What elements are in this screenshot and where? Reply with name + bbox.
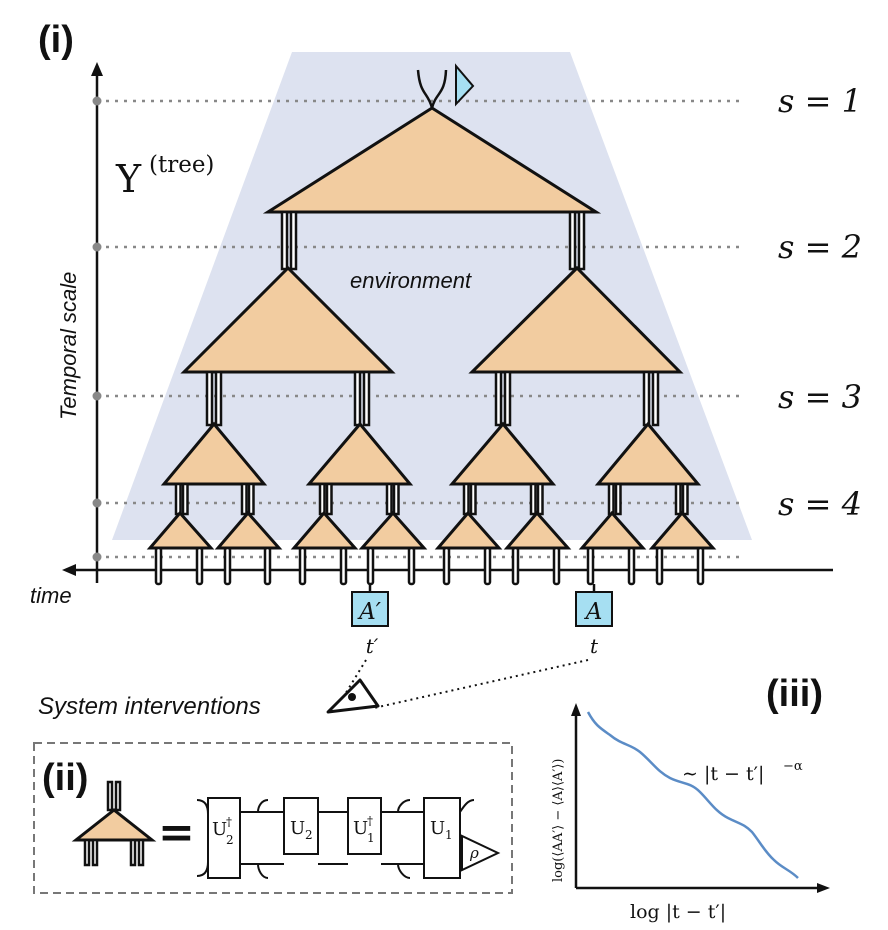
- tree-node-s3-1: [160, 421, 268, 486]
- gate-u2-dagger: [207, 797, 241, 879]
- top-output-triangle-icon: [455, 63, 475, 107]
- gate-u1: [423, 797, 461, 879]
- tree-superscript: (tree): [149, 152, 214, 178]
- tree-node-s4-2: [214, 510, 283, 550]
- power-law-exponent: −α: [783, 759, 803, 774]
- svg-text:2: 2: [305, 828, 313, 842]
- interventions-label: System interventions: [38, 693, 261, 720]
- svg-text:†: †: [367, 814, 373, 828]
- tree-node-s4-1: [146, 510, 215, 550]
- svg-text:U: U: [353, 818, 368, 839]
- tree-network: [146, 63, 717, 586]
- svg-text:2: 2: [226, 833, 234, 847]
- tree-node-s4-5: [434, 510, 503, 550]
- t-label: t: [590, 634, 599, 658]
- plot-ylabel: log(⟨AA′⟩ − ⟨A⟩⟨A′⟩): [551, 759, 566, 883]
- x-axis-label: time: [30, 583, 72, 608]
- svg-text:1: 1: [367, 831, 375, 845]
- tree-node-s4-3: [290, 510, 359, 550]
- panel-label-i: (i): [38, 19, 74, 61]
- svg-text:1: 1: [445, 828, 453, 842]
- a-prime-label: A′: [357, 599, 382, 625]
- scale-s2: s = 2: [778, 228, 862, 266]
- scale-s1: s = 1: [778, 82, 862, 120]
- physical-legs: [154, 546, 705, 586]
- rho-state-icon: [461, 834, 501, 872]
- tree-node-s4-6: [503, 510, 572, 550]
- tree-node-s3-3: [448, 421, 557, 486]
- tree-node-s1: [262, 106, 602, 214]
- eye-icon: [326, 678, 380, 714]
- panel-iii: (iii) ∼ |t − t′| −α log |t − t′| log(⟨AA…: [551, 673, 830, 923]
- scale-s4: s = 4: [778, 485, 862, 523]
- tree-node-s3-4: [594, 421, 702, 486]
- tree-node-s4-7: [578, 510, 647, 550]
- equals-sign: =: [158, 807, 195, 858]
- operator-a: A t: [575, 584, 613, 658]
- panel-ii: (ii) = U † 2 U: [33, 742, 513, 894]
- operator-a-prime: A′ t′: [351, 584, 389, 658]
- panel-label-iii: (iii): [766, 673, 823, 715]
- tree-node-s4-8: [648, 510, 717, 550]
- t-prime-label: t′: [366, 634, 379, 658]
- y-axis-label: Temporal scale: [56, 272, 81, 420]
- tree-node-s2-left: [180, 265, 396, 374]
- generic-tree-node: [71, 808, 157, 842]
- correlation-decay-curve: [586, 711, 799, 879]
- environment-region: [112, 52, 752, 540]
- svg-text:U: U: [430, 818, 445, 839]
- tree-node-s3-2: [305, 421, 414, 486]
- tree-node-s2-right: [468, 265, 684, 374]
- gate-u1-dagger: [347, 797, 382, 855]
- svg-text:U: U: [212, 819, 227, 840]
- panel-label-ii: (ii): [42, 757, 88, 799]
- tree-symbol: Υ: [115, 157, 142, 201]
- scale-s3: s = 3: [778, 378, 862, 416]
- svg-text:U: U: [290, 818, 305, 839]
- a-label: A: [584, 599, 603, 625]
- environment-label: environment: [350, 268, 472, 293]
- svg-text:†: †: [226, 815, 232, 829]
- plot-xlabel: log |t − t′|: [630, 901, 726, 923]
- gate-u2: [283, 797, 319, 855]
- rho-label: ρ: [469, 844, 479, 862]
- tree-node-s4-4: [358, 510, 428, 550]
- power-law-label: ∼ |t − t′|: [682, 763, 764, 785]
